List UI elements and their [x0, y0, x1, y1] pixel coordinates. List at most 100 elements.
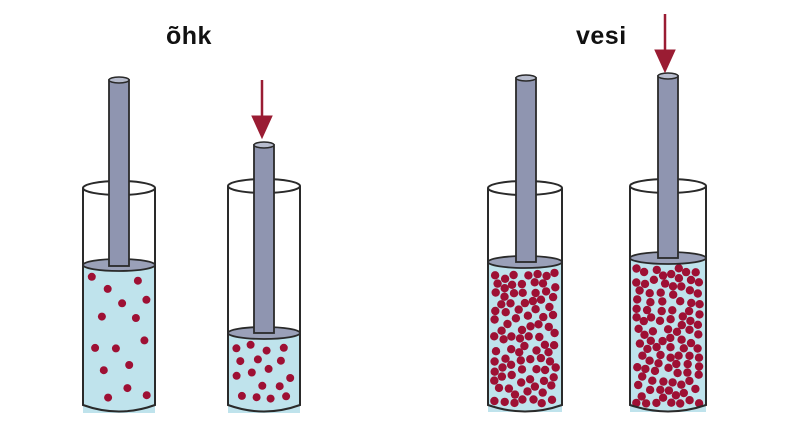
- particle: [491, 306, 500, 316]
- particle: [694, 362, 704, 371]
- particle: [645, 385, 655, 395]
- particle: [666, 353, 675, 362]
- rod-top: [657, 72, 679, 80]
- particle: [497, 326, 506, 335]
- particle: [525, 375, 535, 384]
- particle: [536, 295, 546, 304]
- piston-rod: [253, 144, 275, 334]
- particle: [658, 297, 667, 306]
- particle: [668, 378, 677, 387]
- particle: [517, 279, 527, 289]
- particle: [684, 306, 694, 316]
- particle: [118, 299, 127, 308]
- particle: [693, 344, 702, 353]
- particle: [531, 288, 540, 298]
- particle: [640, 279, 650, 289]
- particle: [518, 288, 527, 297]
- particle: [528, 296, 538, 306]
- particle: [258, 381, 267, 390]
- particle: [656, 288, 665, 297]
- particle: [142, 391, 151, 400]
- particle: [506, 299, 515, 308]
- particle: [683, 368, 692, 377]
- particle: [520, 298, 530, 308]
- particle: [664, 363, 673, 372]
- particle: [232, 371, 241, 380]
- particle: [641, 364, 650, 374]
- particle: [509, 289, 519, 298]
- particle: [490, 315, 499, 324]
- particle: [97, 312, 106, 321]
- particle: [674, 351, 683, 360]
- particle: [142, 295, 151, 304]
- particle: [643, 344, 652, 354]
- particle: [507, 345, 516, 354]
- particle: [524, 271, 533, 280]
- particle: [672, 359, 681, 369]
- piston-rod: [108, 79, 130, 267]
- particle: [547, 381, 556, 390]
- particle: [645, 356, 654, 365]
- particle: [526, 322, 535, 331]
- particle: [638, 351, 647, 360]
- particle: [539, 376, 549, 386]
- particle: [544, 348, 553, 357]
- particle: [685, 286, 695, 295]
- particle: [493, 279, 502, 288]
- particle: [672, 327, 682, 336]
- particle: [639, 267, 649, 277]
- particle: [276, 356, 285, 365]
- particle: [490, 332, 499, 341]
- cylinder-wall: [487, 188, 563, 413]
- particle: [671, 391, 681, 400]
- particle: [660, 279, 670, 288]
- particle: [538, 279, 548, 288]
- particle: [685, 396, 694, 405]
- particle: [490, 396, 499, 406]
- particle: [530, 278, 539, 287]
- particles: [87, 272, 151, 402]
- particle: [679, 388, 688, 398]
- particle: [91, 343, 100, 352]
- particle: [545, 357, 555, 366]
- piston-rod: [515, 77, 537, 263]
- particle: [103, 284, 112, 293]
- particle: [677, 380, 686, 389]
- particle: [695, 300, 704, 309]
- particles: [232, 340, 295, 403]
- particle: [663, 325, 673, 334]
- particle: [500, 292, 509, 301]
- particle: [541, 287, 551, 296]
- particle: [657, 306, 666, 316]
- particle: [551, 363, 560, 372]
- particle: [673, 368, 682, 378]
- particle: [549, 373, 558, 382]
- particle: [686, 338, 696, 348]
- particle: [634, 380, 643, 390]
- particle: [645, 289, 654, 298]
- cylinder-water-compressed: [629, 14, 707, 413]
- particle: [518, 395, 527, 404]
- particle: [545, 302, 554, 312]
- particle: [646, 336, 655, 345]
- rod-top: [108, 76, 130, 84]
- cylinder-water-uncompressed: [487, 74, 563, 413]
- particle: [497, 372, 507, 381]
- particle: [549, 341, 559, 350]
- rod-top: [515, 74, 537, 82]
- particle: [517, 325, 527, 335]
- particle: [524, 332, 533, 341]
- particle: [676, 297, 685, 306]
- particle: [681, 267, 691, 277]
- particle: [544, 322, 553, 332]
- particle: [538, 388, 547, 397]
- particle: [232, 344, 241, 353]
- particle: [666, 343, 675, 352]
- particle: [537, 399, 546, 408]
- particle: [111, 344, 120, 353]
- particle: [694, 370, 703, 379]
- particle: [515, 334, 525, 343]
- particle: [510, 398, 519, 408]
- particle: [659, 377, 668, 386]
- particle: [526, 355, 535, 364]
